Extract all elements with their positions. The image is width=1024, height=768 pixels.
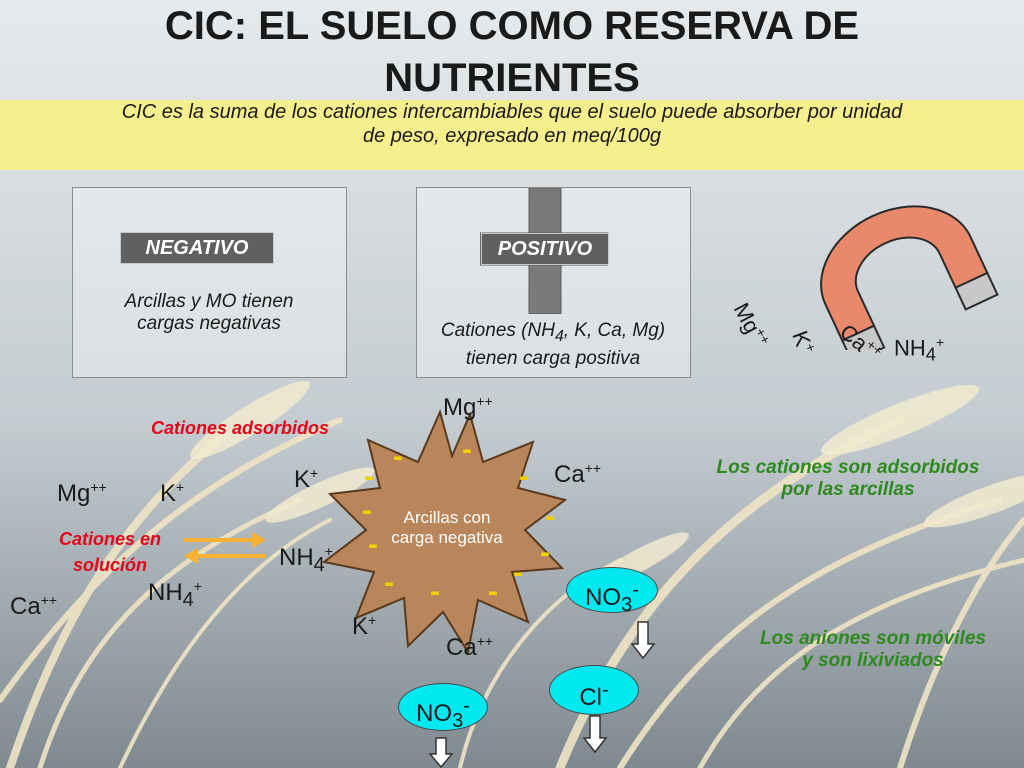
- adsorbed-ion-mg: Mg++: [443, 393, 493, 422]
- down-arrow-icon: [582, 715, 608, 754]
- minus-sign: -: [519, 460, 529, 493]
- solution-nh-text: NH: [148, 579, 183, 606]
- anion-no3-upper-sup: -: [632, 579, 639, 601]
- adsorbed-cations-label: Cationes adsorbidos: [151, 418, 330, 438]
- solution-label-line-1: Cationes en: [58, 529, 162, 549]
- minus-sign: -: [462, 433, 472, 466]
- minus-sign: -: [384, 566, 394, 599]
- adsorbed-nh-sup: +: [324, 543, 333, 559]
- clay-starburst-shape: [321, 409, 568, 655]
- solution-ion-k: K+: [160, 479, 184, 508]
- adsorbed-mg-sup: ++: [476, 393, 493, 409]
- negative-description: Arcillas y MO tienen cargas negativas: [80, 291, 338, 335]
- page-title: CIC: EL SUELO COMO RESERVA DE NUTRIENTES: [0, 0, 1024, 104]
- negative-description-line-2: cargas negativas: [137, 313, 281, 334]
- minus-sign: -: [513, 556, 523, 589]
- magnet-nh-sub: 4: [925, 343, 936, 365]
- down-arrow-icon: [630, 621, 656, 660]
- exchange-arrows-icon: [184, 532, 266, 564]
- solution-mg-text: Mg: [57, 480, 91, 507]
- anions-mobile-note: Los aniones son móviles y son lixiviados: [730, 628, 1016, 672]
- anion-no3-upper-sub: 3: [621, 593, 633, 616]
- anion-no3-lower-text: NO: [416, 700, 453, 727]
- solution-ion-mg: Mg++: [57, 479, 107, 508]
- adsorbed-ion-ca-bottom: Ca++: [446, 633, 493, 662]
- positive-description: Cationes (NH4, K, Ca, Mg) tienen carga p…: [418, 320, 688, 370]
- clay-particle: [321, 409, 568, 655]
- solution-mg-sup: ++: [90, 479, 107, 495]
- solution-k-sup: +: [176, 479, 185, 495]
- clay-label-line-1: Arcillas con: [403, 508, 491, 527]
- down-arrow-icon: [428, 737, 454, 768]
- solution-cations-label: Cationes en solución: [40, 526, 180, 578]
- definition-line-1: CIC es la suma de los cationes intercamb…: [121, 101, 903, 123]
- anion-cl-text: Cl: [579, 684, 602, 711]
- solution-k-text: K: [160, 480, 177, 507]
- minus-sign: -: [368, 528, 378, 561]
- anion-no3-lower: NO3-: [398, 683, 488, 732]
- adsorbed-ion-ca-right: Ca++: [554, 460, 601, 489]
- cations-note-line-2: por las arcillas: [781, 479, 915, 500]
- adsorbed-ca2-sup: ++: [476, 633, 494, 649]
- definition-band: CIC es la suma de los cationes intercamb…: [0, 100, 1024, 170]
- positive-line1-pre: Cationes (NH: [440, 320, 555, 341]
- title-line-2: NUTRIENTES: [384, 56, 640, 100]
- adsorbed-k2-text: K: [352, 613, 369, 640]
- solution-nh-sup: +: [193, 578, 202, 594]
- adsorbed-k1-text: K: [294, 466, 311, 493]
- adsorbed-ion-k-bottom: K+: [352, 612, 376, 641]
- adsorbed-nh-text: NH: [279, 544, 314, 571]
- cations-note-line-1: Los cationes son adsorbidos: [716, 457, 980, 478]
- magnet-nh-text: NH: [894, 335, 926, 361]
- minus-sign: -: [545, 500, 555, 533]
- clay-label-line-2: carga negativa: [391, 528, 503, 547]
- minus-sign: -: [430, 575, 440, 608]
- minus-sign: -: [540, 536, 550, 569]
- anion-no3-lower-sub: 3: [452, 709, 464, 732]
- positive-description-line-2: tienen carga positiva: [465, 347, 641, 369]
- anions-note-line-1: Los aniones son móviles: [760, 628, 986, 649]
- solution-ion-nh4: NH4+: [148, 578, 202, 612]
- cations-adsorbed-note: Los cationes son adsorbidos por las arci…: [672, 457, 1024, 501]
- adsorbed-ca1-text: Ca: [554, 461, 585, 488]
- adsorbed-k2-sup: +: [368, 612, 377, 628]
- adsorbed-ca1-sup: ++: [584, 460, 602, 476]
- solution-ca-sup: ++: [40, 592, 58, 608]
- magnet-icon: [820, 205, 999, 350]
- title-line-1: CIC: EL SUELO COMO RESERVA DE: [164, 4, 860, 48]
- anions-note-line-2: y son lixiviados: [802, 650, 944, 671]
- adsorbed-ca2-text: Ca: [446, 634, 477, 661]
- anion-cl: Cl-: [549, 665, 639, 715]
- solution-nh-sub: 4: [182, 588, 194, 611]
- solution-label-line-2: solución: [72, 555, 147, 575]
- minus-sign: -: [362, 494, 372, 527]
- adsorbed-nh-sub: 4: [313, 553, 325, 576]
- positive-label: POSITIVO: [481, 233, 609, 265]
- minus-sign: -: [488, 575, 498, 608]
- solution-ion-ca: Ca++: [10, 592, 57, 621]
- negative-description-line-1: Arcillas y MO tienen: [124, 291, 294, 312]
- negative-label: NEGATIVO: [120, 232, 274, 264]
- magnet-nh-sup: +: [935, 334, 945, 350]
- adsorbed-k1-sup: +: [310, 465, 319, 481]
- positive-description-line-1: Cationes (NH4, K, Ca, Mg): [418, 320, 688, 348]
- anion-no3-lower-sup: -: [463, 695, 470, 717]
- negative-charge-box: [72, 187, 347, 378]
- adsorbed-ion-k-top: K+: [294, 465, 318, 494]
- solution-ca-text: Ca: [10, 593, 41, 620]
- positive-line1-sub: 4: [554, 327, 564, 345]
- adsorbed-mg-text: Mg: [443, 394, 477, 421]
- definition-line-2: de peso, expresado en meq/100g: [363, 125, 661, 147]
- anion-no3-upper-text: NO: [585, 584, 622, 611]
- minus-sign: -: [364, 460, 374, 493]
- adsorbed-ion-nh4: NH4+: [279, 543, 333, 577]
- anion-no3-upper: NO3-: [566, 567, 658, 616]
- positive-line1-post: , K, Ca, Mg): [563, 320, 666, 341]
- minus-sign: -: [393, 440, 403, 473]
- clay-label: Arcillas con carga negativa: [372, 508, 522, 548]
- anion-cl-sup: -: [602, 679, 609, 701]
- magnet-ion-nh4: NH4+: [894, 334, 944, 366]
